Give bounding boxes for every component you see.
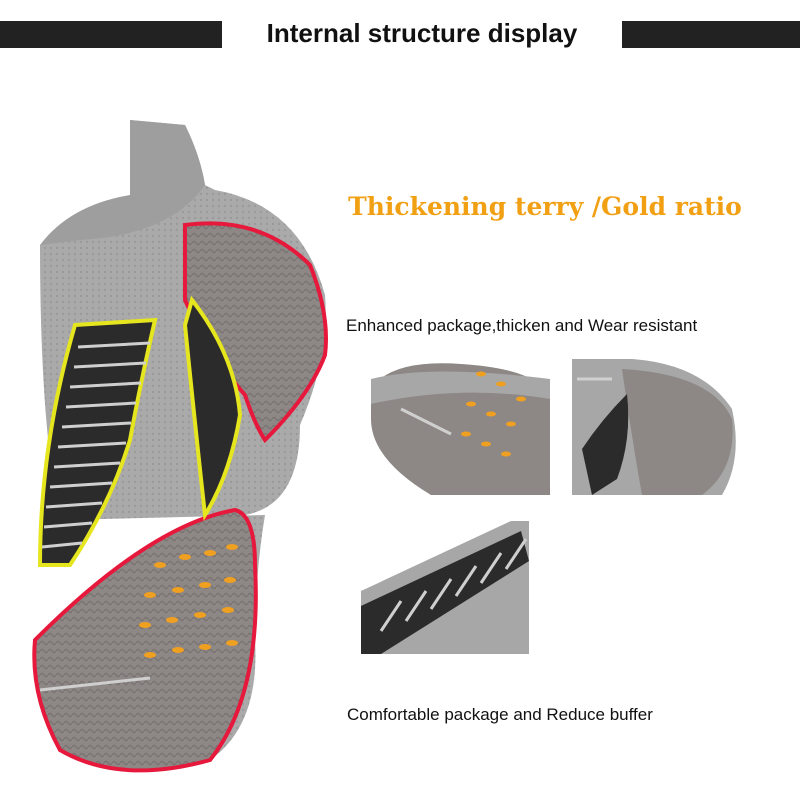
sock-main-image <box>32 120 328 773</box>
page-title: Internal structure display <box>266 18 578 48</box>
toe-terry-zone <box>32 507 258 773</box>
toe-dots <box>139 544 238 658</box>
header-bar-right <box>622 21 800 48</box>
arch-support-zone <box>37 317 158 567</box>
detail-photo-toe <box>371 359 550 495</box>
subtitle-heading: Thickening terry /Gold ratio <box>348 192 742 221</box>
detail-photo-arch <box>361 521 529 654</box>
arch-stripes <box>41 341 151 549</box>
caption-bottom: Comfortable package and Reduce buffer <box>347 705 653 724</box>
ankle-support-zone <box>182 295 243 521</box>
header-bar-left <box>0 21 222 48</box>
caption-top: Enhanced package,thicken and Wear resist… <box>346 316 698 335</box>
detail-photo-heel <box>572 359 743 495</box>
